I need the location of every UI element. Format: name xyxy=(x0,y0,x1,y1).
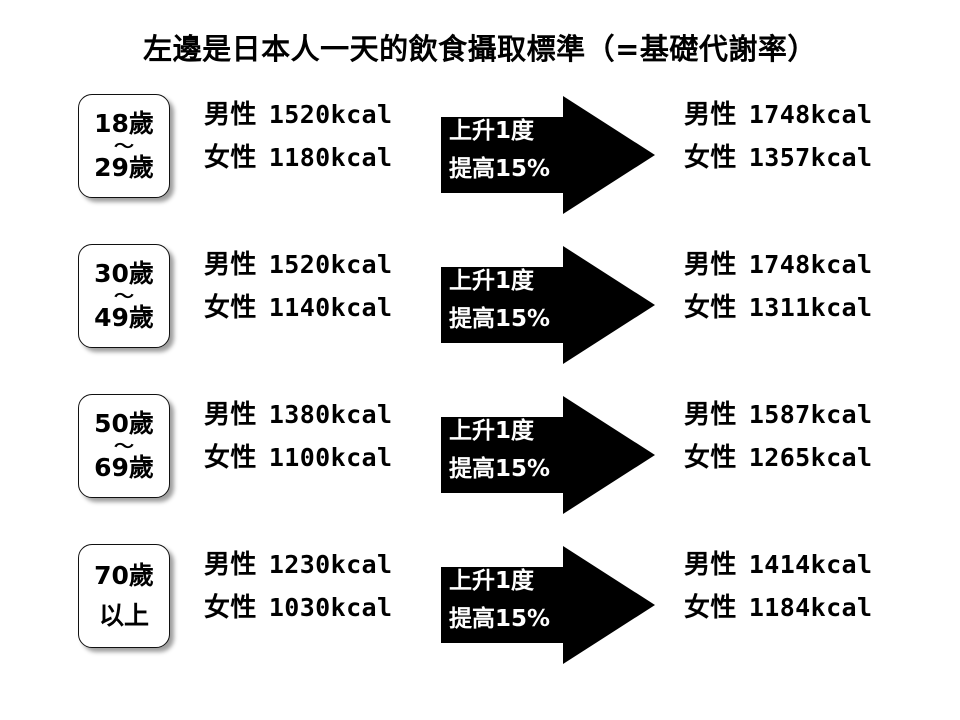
arrow-line-2: 提高15% xyxy=(449,606,551,632)
age-range-separator-icon: ～ xyxy=(114,286,134,306)
female-label: 女性 xyxy=(684,593,737,623)
arrow-line-1: 上升1度 xyxy=(449,568,535,594)
adjusted-female-value: 1184kcal xyxy=(748,593,873,622)
age-range-start: 50歲 xyxy=(94,408,154,438)
age-range-start: 18歲 xyxy=(94,108,154,138)
age-range-start: 70歲 xyxy=(94,560,154,590)
arrow-label: 上升1度 提高15% xyxy=(449,120,565,181)
baseline-male-line: 男性 1230kcal xyxy=(204,552,392,578)
age-range-box: 30歲 ～ 49歲 xyxy=(78,244,170,348)
baseline-intake-column: 男性 1520kcal 女性 1140kcal xyxy=(204,252,392,321)
adjustment-arrow: 上升1度 提高15% xyxy=(441,396,655,514)
right-arrow-icon xyxy=(441,546,655,664)
baseline-female-value: 1140kcal xyxy=(268,293,393,322)
adjustment-arrow: 上升1度 提高15% xyxy=(441,546,655,664)
age-range-end: 29歲 xyxy=(94,153,154,182)
baseline-intake-column: 男性 1380kcal 女性 1100kcal xyxy=(204,402,392,471)
adjustment-arrow: 上升1度 提高15% xyxy=(441,96,655,214)
adjusted-intake-column: 男性 1587kcal 女性 1265kcal xyxy=(684,402,872,471)
baseline-female-line: 女性 1180kcal xyxy=(204,145,392,171)
baseline-male-line: 男性 1520kcal xyxy=(204,102,392,128)
adjusted-female-line: 女性 1184kcal xyxy=(684,595,872,621)
adjusted-female-line: 女性 1311kcal xyxy=(684,295,872,321)
baseline-male-value: 1380kcal xyxy=(268,400,393,429)
baseline-intake-column: 男性 1230kcal 女性 1030kcal xyxy=(204,552,392,621)
age-range-end: 49歲 xyxy=(94,303,154,332)
arrow-line-2: 提高15% xyxy=(449,156,551,182)
male-label: 男性 xyxy=(684,550,737,580)
baseline-male-value: 1520kcal xyxy=(268,100,393,129)
arrow-line-2: 提高15% xyxy=(449,456,551,482)
adjusted-intake-column: 男性 1748kcal 女性 1357kcal xyxy=(684,102,872,171)
adjusted-intake-column: 男性 1748kcal 女性 1311kcal xyxy=(684,252,872,321)
adjusted-intake-column: 男性 1414kcal 女性 1184kcal xyxy=(684,552,872,621)
baseline-male-value: 1230kcal xyxy=(268,550,393,579)
male-label: 男性 xyxy=(684,250,737,280)
adjusted-female-line: 女性 1357kcal xyxy=(684,145,872,171)
adjusted-male-line: 男性 1748kcal xyxy=(684,252,872,278)
male-label: 男性 xyxy=(204,550,257,580)
female-label: 女性 xyxy=(684,143,737,173)
arrow-line-2: 提高15% xyxy=(449,306,551,332)
adjusted-male-line: 男性 1414kcal xyxy=(684,552,872,578)
baseline-female-line: 女性 1140kcal xyxy=(204,295,392,321)
adjusted-female-value: 1265kcal xyxy=(748,443,873,472)
adjusted-female-value: 1357kcal xyxy=(748,143,873,172)
age-group-row: 30歲 ～ 49歲 男性 1520kcal 女性 1140kcal 上升1度 提高1… xyxy=(0,230,960,380)
male-label: 男性 xyxy=(684,100,737,130)
male-label: 男性 xyxy=(204,400,257,430)
right-arrow-icon xyxy=(441,96,655,214)
age-group-row: 18歲 ～ 29歲 男性 1520kcal 女性 1180kcal 上升1度 提高1… xyxy=(0,80,960,230)
age-range-separator-icon: ～ xyxy=(114,436,134,456)
age-range-end: 以上 xyxy=(98,601,149,630)
adjusted-female-line: 女性 1265kcal xyxy=(684,445,872,471)
baseline-female-value: 1180kcal xyxy=(268,143,393,172)
age-range-separator-icon: ～ xyxy=(114,136,134,156)
page-title: 左邊是日本人一天的飲食攝取標準（=基礎代謝率） xyxy=(143,32,817,66)
male-label: 男性 xyxy=(204,100,257,130)
arrow-line-1: 上升1度 xyxy=(449,418,535,444)
male-label: 男性 xyxy=(204,250,257,280)
baseline-female-line: 女性 1030kcal xyxy=(204,595,392,621)
adjusted-male-value: 1748kcal xyxy=(748,250,873,279)
age-range-start: 30歲 xyxy=(94,258,154,288)
adjusted-male-value: 1414kcal xyxy=(748,550,873,579)
female-label: 女性 xyxy=(204,593,257,623)
baseline-female-value: 1030kcal xyxy=(268,593,393,622)
adjusted-female-value: 1311kcal xyxy=(748,293,873,322)
female-label: 女性 xyxy=(684,293,737,323)
baseline-male-line: 男性 1380kcal xyxy=(204,402,392,428)
arrow-label: 上升1度 提高15% xyxy=(449,420,565,481)
female-label: 女性 xyxy=(204,293,257,323)
baseline-female-line: 女性 1100kcal xyxy=(204,445,392,471)
arrow-label: 上升1度 提高15% xyxy=(449,270,565,331)
age-range-end: 69歲 xyxy=(94,453,154,482)
adjustment-arrow: 上升1度 提高15% xyxy=(441,246,655,364)
female-label: 女性 xyxy=(204,443,257,473)
adjusted-male-line: 男性 1748kcal xyxy=(684,102,872,128)
age-group-row: 50歲 ～ 69歲 男性 1380kcal 女性 1100kcal 上升1度 提高1… xyxy=(0,380,960,530)
arrow-label: 上升1度 提高15% xyxy=(449,570,565,631)
age-range-box: 70歲 以上 xyxy=(78,544,170,648)
female-label: 女性 xyxy=(204,143,257,173)
baseline-male-value: 1520kcal xyxy=(268,250,393,279)
female-label: 女性 xyxy=(684,443,737,473)
age-range-box: 50歲 ～ 69歲 xyxy=(78,394,170,498)
adjusted-male-value: 1748kcal xyxy=(748,100,873,129)
adjusted-male-value: 1587kcal xyxy=(748,400,873,429)
right-arrow-icon xyxy=(441,246,655,364)
age-range-box: 18歲 ～ 29歲 xyxy=(78,94,170,198)
male-label: 男性 xyxy=(684,400,737,430)
right-arrow-icon xyxy=(441,396,655,514)
arrow-line-1: 上升1度 xyxy=(449,268,535,294)
arrow-line-1: 上升1度 xyxy=(449,118,535,144)
baseline-intake-column: 男性 1520kcal 女性 1180kcal xyxy=(204,102,392,171)
adjusted-male-line: 男性 1587kcal xyxy=(684,402,872,428)
baseline-male-line: 男性 1520kcal xyxy=(204,252,392,278)
baseline-female-value: 1100kcal xyxy=(268,443,393,472)
